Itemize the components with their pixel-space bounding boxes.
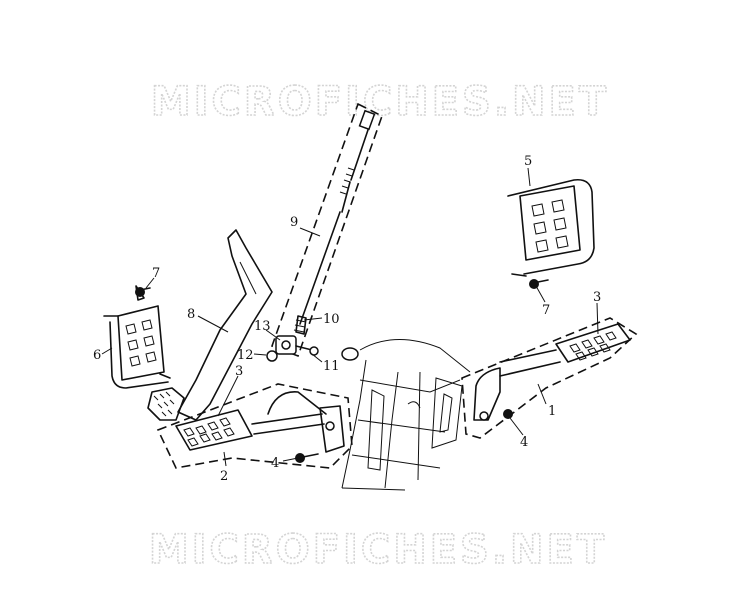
brake-pedal (147, 229, 273, 421)
callout-labels: 1 2 3 3 4 4 5 6 7 7 8 9 10 11 12 13 (93, 154, 601, 484)
callout-7-right: 7 (542, 303, 550, 318)
callout-7-left: 7 (152, 266, 160, 281)
callout-5: 5 (524, 154, 532, 169)
callout-3-left: 3 (235, 364, 243, 379)
callout-4-right: 4 (520, 435, 528, 450)
callout-6: 6 (93, 348, 101, 363)
watermark-top: MICROFICHES.NET (151, 79, 609, 125)
watermark-bottom: MICROFICHES.NET (149, 527, 607, 573)
heel-guard-right (507, 178, 595, 289)
callout-4-left: 4 (271, 456, 279, 471)
callout-12: 12 (237, 348, 254, 363)
callout-8: 8 (187, 307, 195, 322)
callout-11: 11 (323, 359, 340, 374)
callout-13: 13 (254, 319, 271, 334)
brake-cable (270, 102, 383, 358)
callout-2: 2 (220, 469, 228, 484)
footrest-left (156, 383, 353, 469)
cable-hardware (266, 315, 359, 362)
footrest-right (461, 317, 638, 439)
callout-3-right: 3 (593, 290, 601, 305)
callout-9: 9 (290, 215, 298, 230)
heel-guard-left (103, 285, 171, 389)
leader-lines (101, 167, 599, 467)
callout-10: 10 (323, 312, 340, 327)
callout-1: 1 (548, 404, 556, 419)
frame-body (341, 339, 471, 491)
